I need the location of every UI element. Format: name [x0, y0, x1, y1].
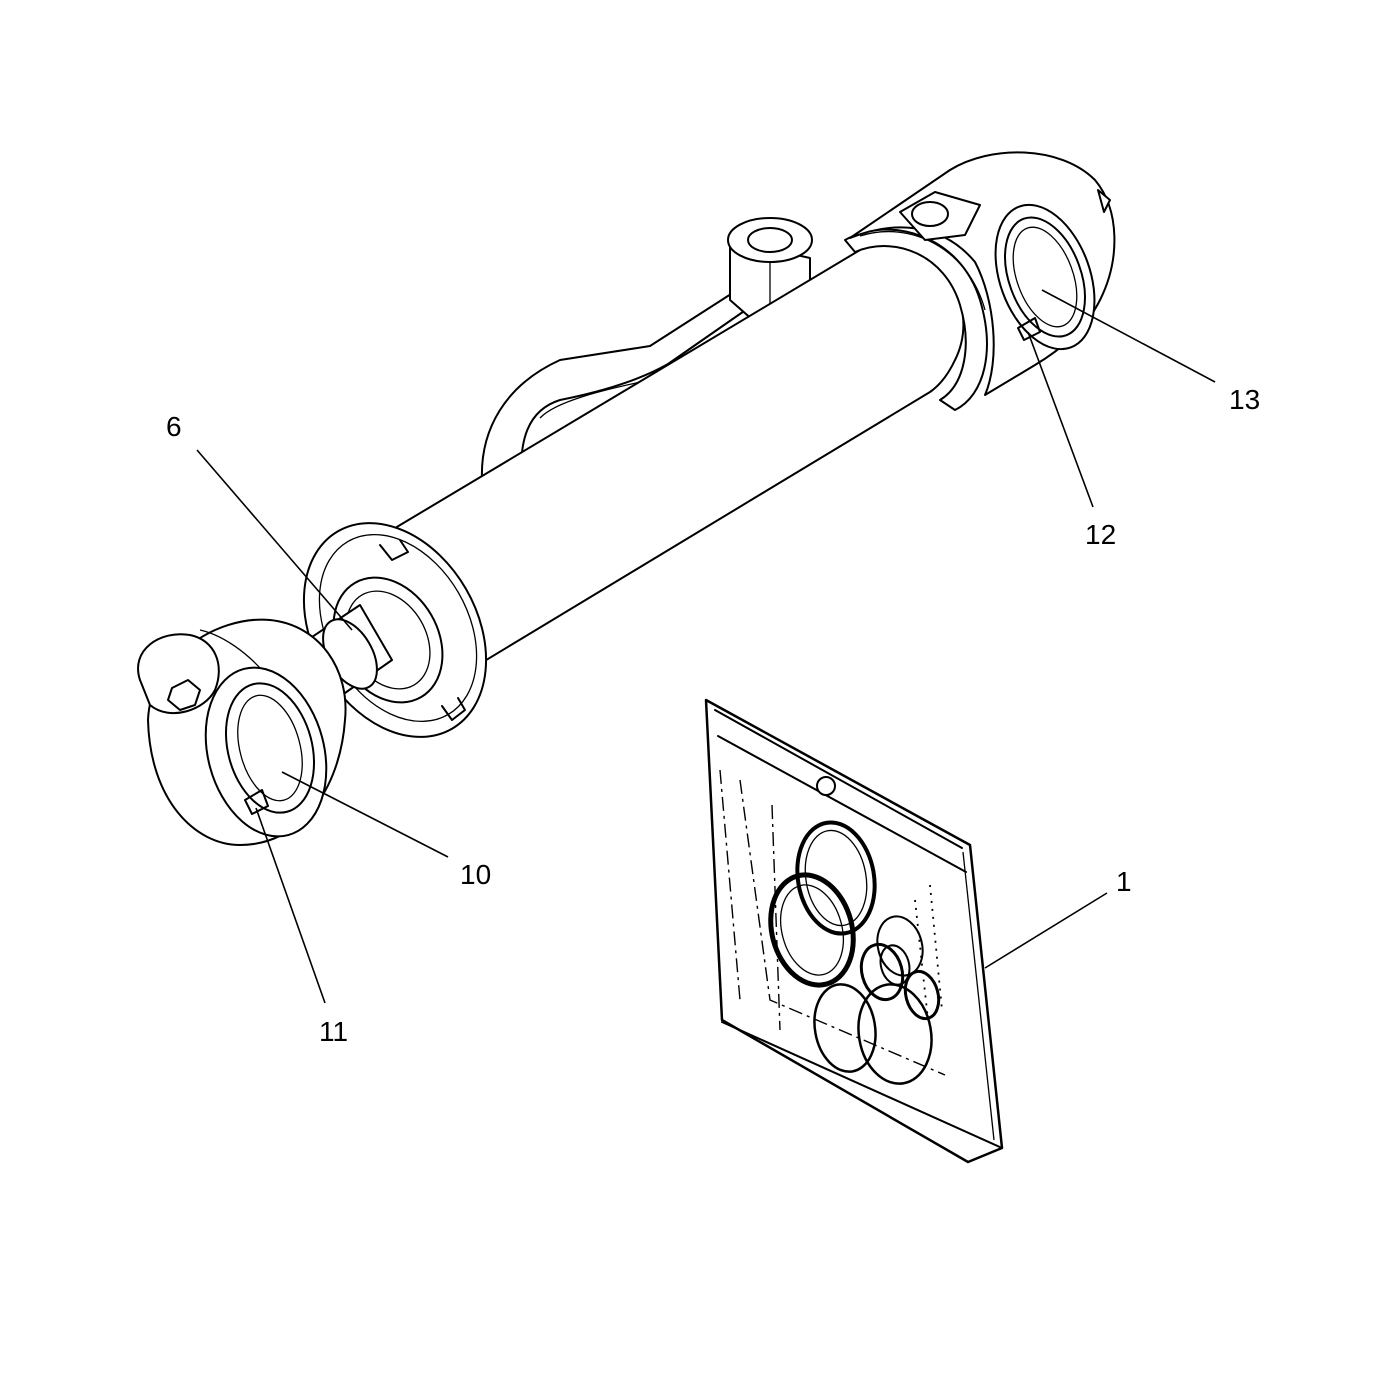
leader-13: [1041, 289, 1216, 383]
leader-1: [984, 892, 1108, 969]
callout-label-12: 12: [1085, 519, 1116, 550]
callout-label-13: 13: [1229, 384, 1260, 415]
callout-label-11: 11: [319, 1016, 348, 1047]
grease-fitting: [137, 633, 220, 715]
callout-label-1: 1: [1116, 866, 1132, 897]
front-rod-eye: [137, 618, 347, 846]
leader-11: [255, 807, 326, 1004]
seal-kit-bag: [704, 698, 1004, 1164]
leader-10: [281, 771, 449, 858]
callout-label-10: 10: [460, 859, 491, 890]
hydraulic-cylinder: [137, 151, 1116, 846]
leader-6: [196, 449, 353, 631]
callout-leaders: [196, 289, 1216, 1004]
rear-clevis: [849, 151, 1116, 396]
port-block: [727, 217, 813, 336]
rear-collar: [844, 228, 988, 411]
leader-12: [1027, 331, 1094, 508]
callout-label-6: 6: [166, 411, 182, 442]
callout-labels: 6 10 11 12 13 1: [166, 384, 1260, 1047]
